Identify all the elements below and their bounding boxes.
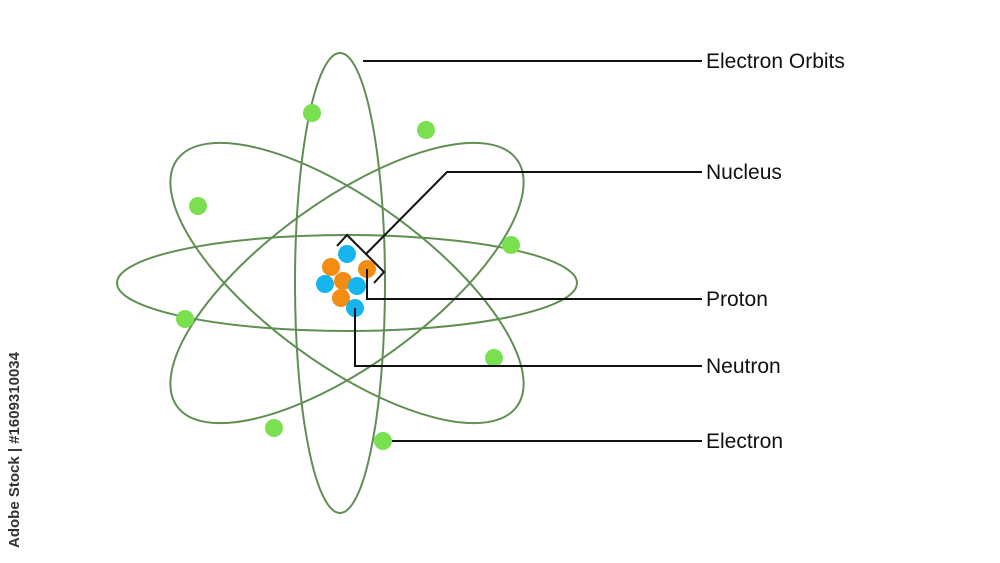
neutron-particle [338, 245, 356, 263]
leader-lines [336, 60, 702, 442]
electron-label: Electron [706, 430, 784, 453]
proton-particle [334, 272, 352, 290]
proton-particle [332, 289, 350, 307]
neutron-particle [316, 275, 334, 293]
orbit-diagonal-left [169, 141, 525, 425]
electron-dot [176, 310, 194, 328]
proton-particle [322, 258, 340, 276]
electron-dot [303, 104, 321, 122]
electron-dot [265, 419, 283, 437]
electron-dot [189, 197, 207, 215]
proton-leader-line [366, 269, 702, 300]
electron-dot [374, 432, 392, 450]
electron-dot [417, 121, 435, 139]
electron-dot [485, 349, 503, 367]
nucleus-leader-line [365, 171, 702, 255]
electron-dot [502, 236, 520, 254]
orbit-diagonal-right [169, 141, 525, 425]
orbit-vertical [294, 52, 386, 514]
proton-label: Proton [706, 288, 768, 311]
neutron-leader-line [354, 308, 702, 367]
neutron-label: Neutron [706, 355, 781, 378]
neutron-particle [348, 277, 366, 295]
electrons [176, 104, 520, 450]
electron-orbits-label: Electron Orbits [706, 50, 845, 73]
nucleus-label: Nucleus [706, 161, 782, 184]
stock-watermark: Adobe Stock | #1609310034 [6, 352, 23, 548]
